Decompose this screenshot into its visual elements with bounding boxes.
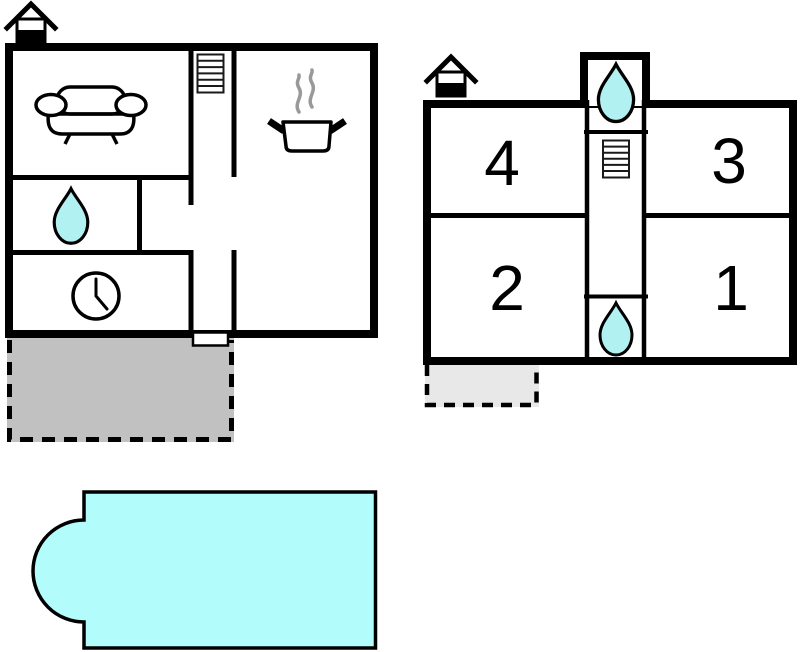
house-orientation-icon <box>7 4 55 43</box>
stairs-icon <box>602 139 630 179</box>
house-orientation-icon <box>427 57 475 96</box>
steam-pot-icon <box>267 68 347 153</box>
ground-floor-plan <box>7 4 378 442</box>
room-4-label: 4 <box>484 127 520 199</box>
ground-floor-terrace <box>7 338 234 442</box>
stairs-icon <box>196 53 225 94</box>
sofa-icon <box>34 85 148 145</box>
room-3-label: 3 <box>711 125 747 197</box>
clock-icon <box>71 271 121 321</box>
swimming-pool <box>31 490 378 650</box>
upper-floor-plan: 4 3 2 1 <box>423 52 797 408</box>
terrace-door <box>191 331 230 347</box>
water-drop-icon <box>52 187 90 245</box>
upper-floor-terrace <box>424 363 539 408</box>
room-1-label: 1 <box>713 252 749 324</box>
water-drop-icon <box>598 301 634 357</box>
upper-floor-inner-walls <box>427 100 793 359</box>
ground-floor-inner-walls <box>11 45 237 334</box>
room-2-label: 2 <box>489 252 525 324</box>
